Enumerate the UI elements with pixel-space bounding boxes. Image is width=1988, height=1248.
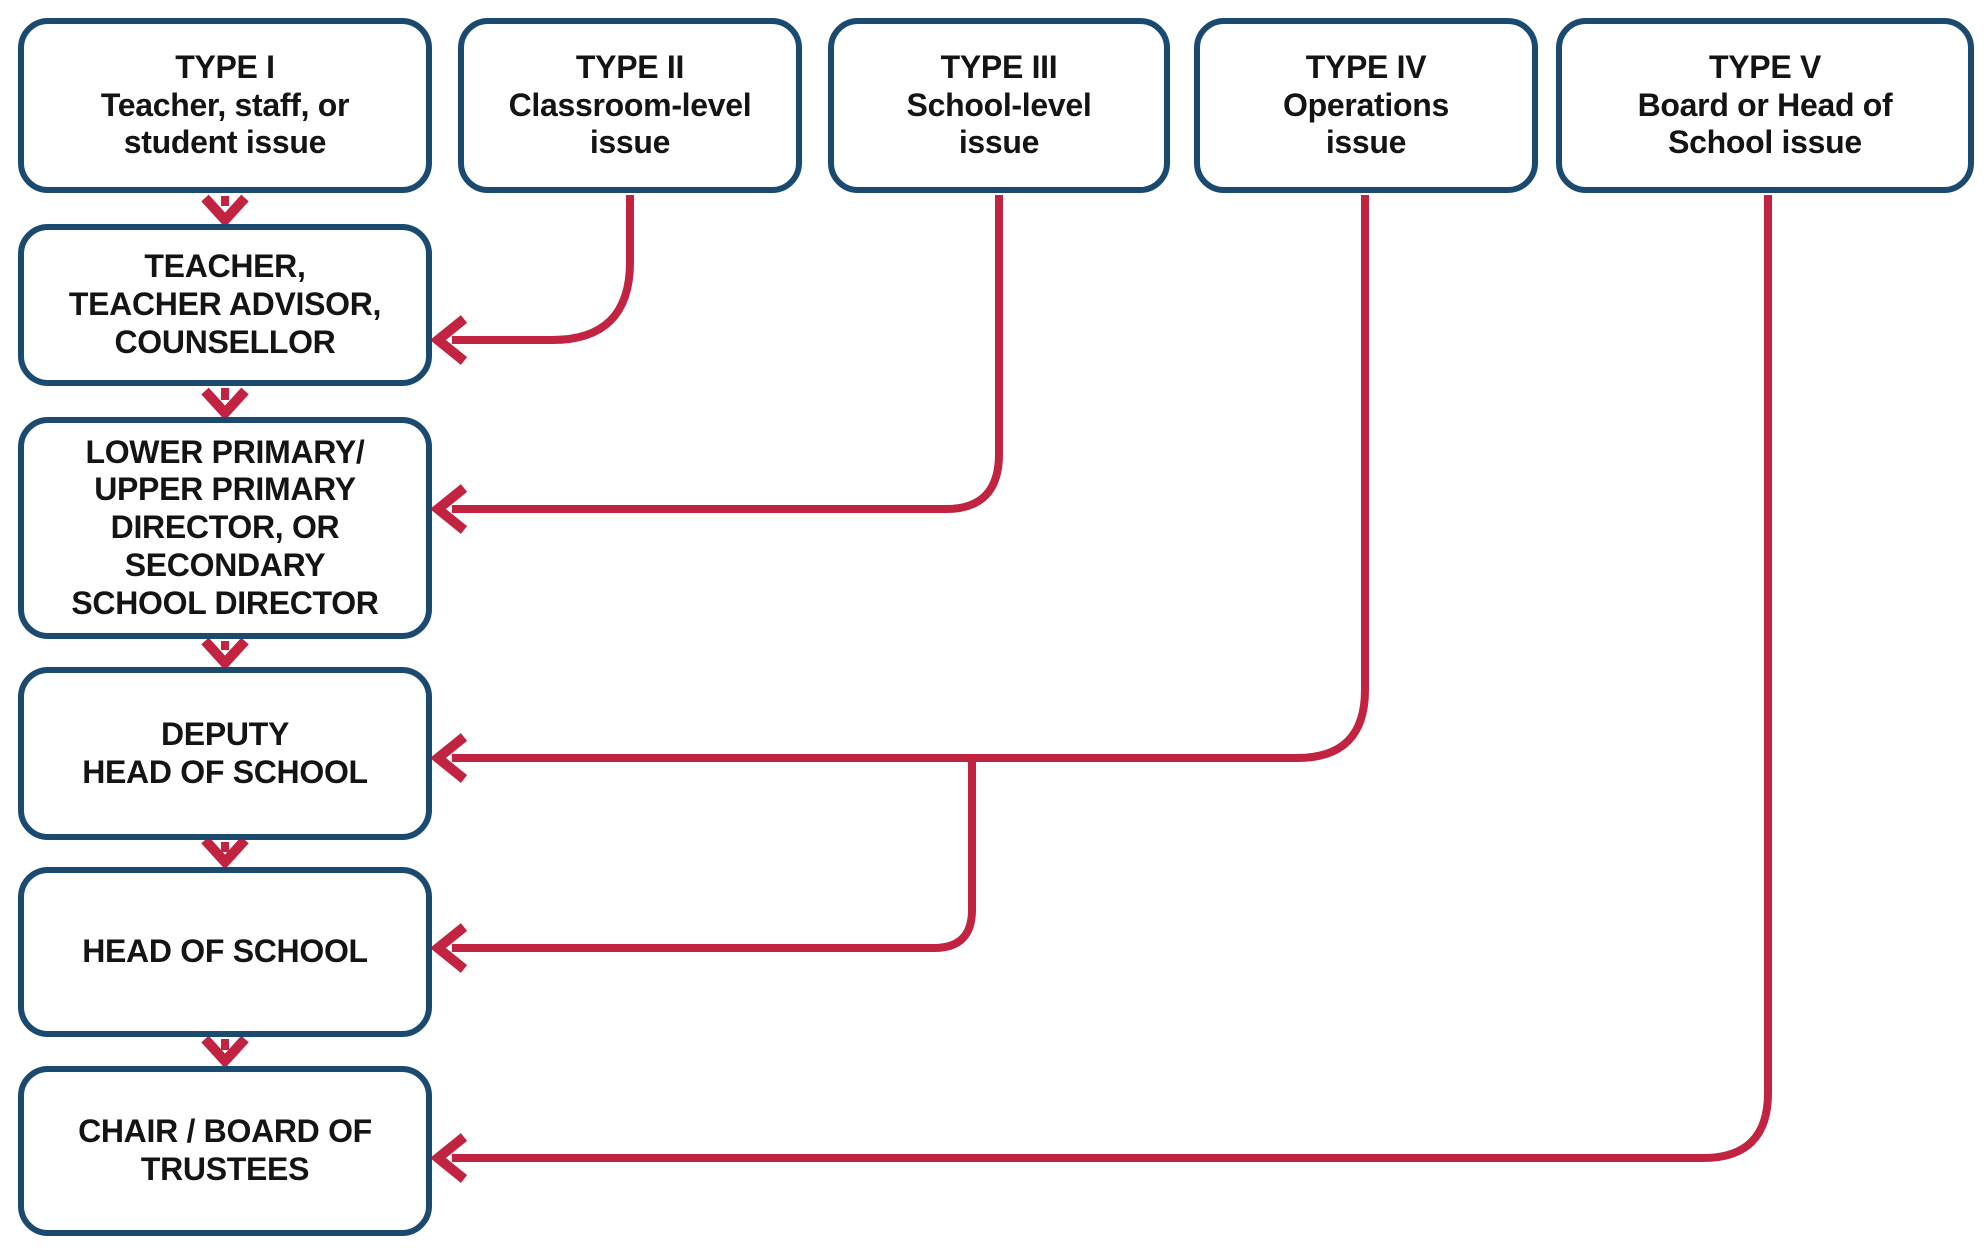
node-teacher: TEACHER, TEACHER ADVISOR, COUNSELLOR bbox=[18, 224, 432, 386]
node-type-5: TYPE V Board or Head of School issue bbox=[1556, 18, 1974, 193]
node-director-label: LOWER PRIMARY/ UPPER PRIMARY DIRECTOR, O… bbox=[71, 433, 379, 621]
connector-director-to-deputy bbox=[201, 637, 249, 671]
node-type-2-label: TYPE II Classroom-level issue bbox=[508, 48, 752, 161]
node-deputy-head-label: DEPUTY HEAD OF SCHOOL bbox=[82, 715, 368, 790]
connector-teacher-to-director bbox=[201, 387, 249, 421]
node-chair-board-label: CHAIR / BOARD OF TRUSTEES bbox=[78, 1113, 372, 1187]
node-head-of-school-label: HEAD OF SCHOOL bbox=[82, 933, 368, 970]
node-type-3: TYPE III School-level issue bbox=[828, 18, 1170, 193]
connector-type4-to-deputy bbox=[430, 195, 1369, 783]
node-teacher-label: TEACHER, TEACHER ADVISOR, COUNSELLOR bbox=[68, 248, 382, 360]
node-chair-board: CHAIR / BOARD OF TRUSTEES bbox=[18, 1066, 432, 1236]
node-type-5-label: TYPE V Board or Head of School issue bbox=[1637, 48, 1893, 161]
node-type-1: TYPE I Teacher, staff, or student issue bbox=[18, 18, 432, 193]
connector-type1-to-teacher bbox=[201, 194, 249, 228]
node-type-3-label: TYPE III School-level issue bbox=[906, 48, 1092, 161]
connector-type4-branch-to-head bbox=[430, 756, 976, 973]
connector-deputy-to-head bbox=[201, 836, 249, 870]
node-type-4-label: TYPE IV Operations issue bbox=[1283, 48, 1449, 161]
connector-head-to-chair bbox=[201, 1035, 249, 1069]
node-type-2: TYPE II Classroom-level issue bbox=[458, 18, 802, 193]
node-type-4: TYPE IV Operations issue bbox=[1194, 18, 1538, 193]
connector-type3-to-director bbox=[430, 195, 1003, 534]
node-head-of-school: HEAD OF SCHOOL bbox=[18, 867, 432, 1037]
connector-type5-to-chair bbox=[430, 195, 1772, 1183]
node-type-1-label: TYPE I Teacher, staff, or student issue bbox=[100, 48, 350, 161]
connector-type2-to-teacher bbox=[430, 195, 634, 365]
node-deputy-head: DEPUTY HEAD OF SCHOOL bbox=[18, 667, 432, 840]
node-director: LOWER PRIMARY/ UPPER PRIMARY DIRECTOR, O… bbox=[18, 417, 432, 639]
